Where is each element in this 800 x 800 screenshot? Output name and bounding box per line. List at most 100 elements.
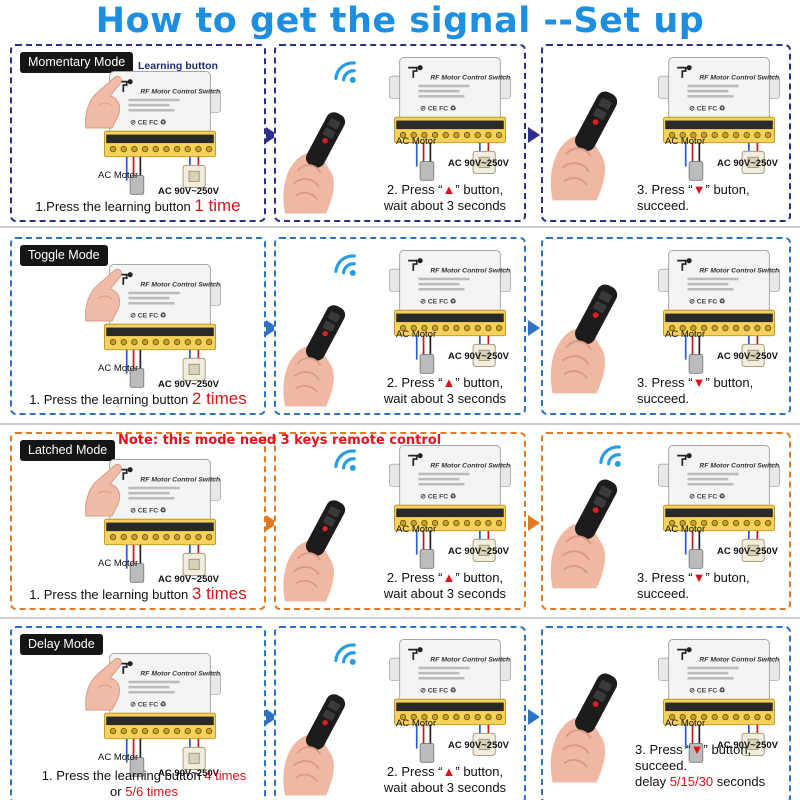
row-separator [0, 423, 800, 425]
svg-text:RF Motor Control Switch: RF Motor Control Switch [140, 282, 220, 289]
step1-panel: Toggle Mode RF Motor Control Switch ⊘ CE… [10, 237, 266, 415]
rf-controller-device: RF Motor Control Switch ⊘ CE FC ♻ [388, 56, 512, 181]
up-triangle-icon: ▲ [442, 764, 456, 779]
ac-voltage-label: AC 90V~250V [717, 740, 778, 751]
step3-panel: RF Motor Control Switch ⊘ CE FC ♻ AC Mot… [541, 44, 791, 222]
ac-motor-label: AC Motor [98, 170, 139, 181]
step2-caption: 2. Press “▲” button,wait about 3 seconds [370, 182, 520, 214]
hand-holding-remote [550, 673, 618, 783]
svg-text:RF Motor Control Switch: RF Motor Control Switch [699, 75, 779, 82]
hand-holding-remote [550, 479, 618, 589]
hand-holding-remote [283, 500, 346, 602]
step2-wait-text: wait about 3 seconds [383, 391, 507, 406]
next-step-arrow-icon [528, 515, 540, 531]
ac-voltage-label: AC 90V~250V [158, 379, 219, 390]
svg-text:RF Motor Control Switch: RF Motor Control Switch [140, 477, 220, 484]
wifi-signal-icon [334, 643, 356, 665]
ac-voltage-label: AC 90V~250V [448, 158, 509, 169]
next-step-arrow-icon [528, 709, 540, 725]
wifi-signal-icon [334, 61, 356, 83]
step2-text: 2. Press “ [386, 182, 443, 197]
step3-succeed-text: succeed. [637, 198, 690, 213]
step2-panel: RF Motor Control Switch ⊘ CE FC ♻ AC Mot… [274, 626, 526, 800]
step1-count: 3 times [191, 584, 247, 603]
svg-text:⊘ CE FC ♻: ⊘ CE FC ♻ [420, 492, 456, 500]
svg-text:⊘ CE FC ♻: ⊘ CE FC ♻ [130, 506, 166, 514]
down-triangle-icon: ▼ [692, 375, 706, 390]
mode-row: Delay Mode RF Motor Control Switch ⊘ CE … [0, 626, 800, 800]
step1-count: 1 time [194, 196, 241, 215]
svg-text:RF Motor Control Switch: RF Motor Control Switch [430, 463, 510, 470]
up-triangle-icon: ▲ [442, 375, 456, 390]
ac-voltage-label: AC 90V~250V [448, 740, 509, 751]
step3-text-suffix: ” button, [705, 375, 754, 390]
svg-text:⊘ CE FC ♻: ⊘ CE FC ♻ [130, 700, 166, 708]
mode-label: Delay Mode [20, 634, 103, 655]
svg-text:RF Motor Control Switch: RF Motor Control Switch [430, 75, 510, 82]
row-separator [0, 226, 800, 228]
step1-panel: Latched Mode RF Motor Control Switch ⊘ C… [10, 432, 266, 610]
ac-voltage-label: AC 90V~250V [717, 546, 778, 557]
mode-row: Latched Mode RF Motor Control Switch ⊘ C… [0, 432, 800, 610]
ac-motor-label: AC Motor [396, 136, 437, 147]
step3-caption: 3. Press “▼” button,succeed.delay 5/15/3… [635, 742, 791, 790]
page-title: How to get the signal --Set up [95, 1, 705, 41]
step2-text-suffix: ” button, [455, 375, 504, 390]
step2-caption: 2. Press “▲” button,wait about 3 seconds [370, 375, 520, 407]
rf-controller-device: RF Motor Control Switch ⊘ CE FC ♻ [98, 263, 222, 388]
ac-motor-label: AC Motor [98, 363, 139, 374]
rf-controller-device: RF Motor Control Switch ⊘ CE FC ♻ [657, 638, 781, 763]
step2-text: 2. Press “ [386, 570, 443, 585]
mode-label: Momentary Mode [20, 52, 134, 73]
down-triangle-icon: ▼ [690, 742, 704, 757]
svg-text:RF Motor Control Switch: RF Motor Control Switch [140, 89, 220, 96]
step2-text-suffix: ” button, [455, 570, 504, 585]
svg-text:⊘ CE FC ♻: ⊘ CE FC ♻ [689, 297, 725, 305]
ac-motor-label: AC Motor [98, 752, 139, 763]
svg-text:⊘ CE FC ♻: ⊘ CE FC ♻ [130, 311, 166, 319]
step3-text-suffix: ” buton, [705, 182, 750, 197]
step1-count: 4 times [204, 768, 247, 783]
step1-extra-prefix: or [110, 784, 126, 799]
step1-caption: 1.Press the learning button 1 time [18, 196, 258, 215]
step3-caption: 3. Press “▼” buton,succeed. [637, 570, 787, 602]
rf-controller-device: RF Motor Control Switch ⊘ CE FC ♻ [98, 652, 222, 777]
svg-text:⊘ CE FC ♻: ⊘ CE FC ♻ [420, 297, 456, 305]
step3-panel: RF Motor Control Switch ⊘ CE FC ♻ AC Mot… [541, 237, 791, 415]
rf-controller-device: RF Motor Control Switch ⊘ CE FC ♻ [388, 638, 512, 763]
hand-holding-remote [283, 112, 346, 214]
svg-text:RF Motor Control Switch: RF Motor Control Switch [430, 268, 510, 275]
step1-extra-count: 5/6 times [125, 784, 178, 799]
step2-panel: RF Motor Control Switch ⊘ CE FC ♻ AC Mot… [274, 237, 526, 415]
step2-caption: 2. Press “▲” button,wait about 3 seconds [370, 764, 520, 796]
step2-text-suffix: ” button, [455, 764, 504, 779]
ac-motor-label: AC Motor [396, 524, 437, 535]
step3-text: 3. Press “ [637, 375, 693, 390]
mode-row: Momentary Mode RF Motor Control Switch ⊘… [0, 44, 800, 222]
step2-text-suffix: ” button, [455, 182, 504, 197]
step1-caption: 1. Press the learning button 2 times [18, 390, 258, 408]
delay-values: 5/15/30 [669, 774, 714, 789]
step3-caption: 3. Press “▼” button,succeed. [637, 375, 787, 407]
latched-mode-note: Note: this mode need 3 keys remote contr… [118, 433, 442, 448]
ac-motor-label: AC Motor [98, 558, 139, 569]
step2-caption: 2. Press “▲” button,wait about 3 seconds [370, 570, 520, 602]
step1-panel: Momentary Mode RF Motor Control Switch ⊘… [10, 44, 266, 222]
step1-text: 1. Press the learning button [29, 587, 192, 602]
ac-motor-label: AC Motor [665, 136, 706, 147]
row-separator [0, 617, 800, 619]
step1-caption: 1. Press the learning button 3 times [18, 584, 258, 603]
ac-voltage-label: AC 90V~250V [717, 158, 778, 169]
svg-text:⊘ CE FC ♻: ⊘ CE FC ♻ [689, 492, 725, 500]
step2-text: 2. Press “ [386, 375, 443, 390]
svg-text:RF Motor Control Switch: RF Motor Control Switch [699, 463, 779, 470]
step1-text: 1.Press the learning button [35, 199, 195, 214]
svg-text:RF Motor Control Switch: RF Motor Control Switch [699, 657, 779, 664]
rf-controller-device: RF Motor Control Switch ⊘ CE FC ♻ [388, 249, 512, 374]
finger-pressing-hand [85, 657, 122, 711]
hand-holding-remote [283, 305, 346, 407]
step3-succeed-text: succeed. [637, 586, 690, 601]
ac-motor-label: AC Motor [396, 718, 437, 729]
ac-voltage-label: AC 90V~250V [158, 186, 219, 197]
